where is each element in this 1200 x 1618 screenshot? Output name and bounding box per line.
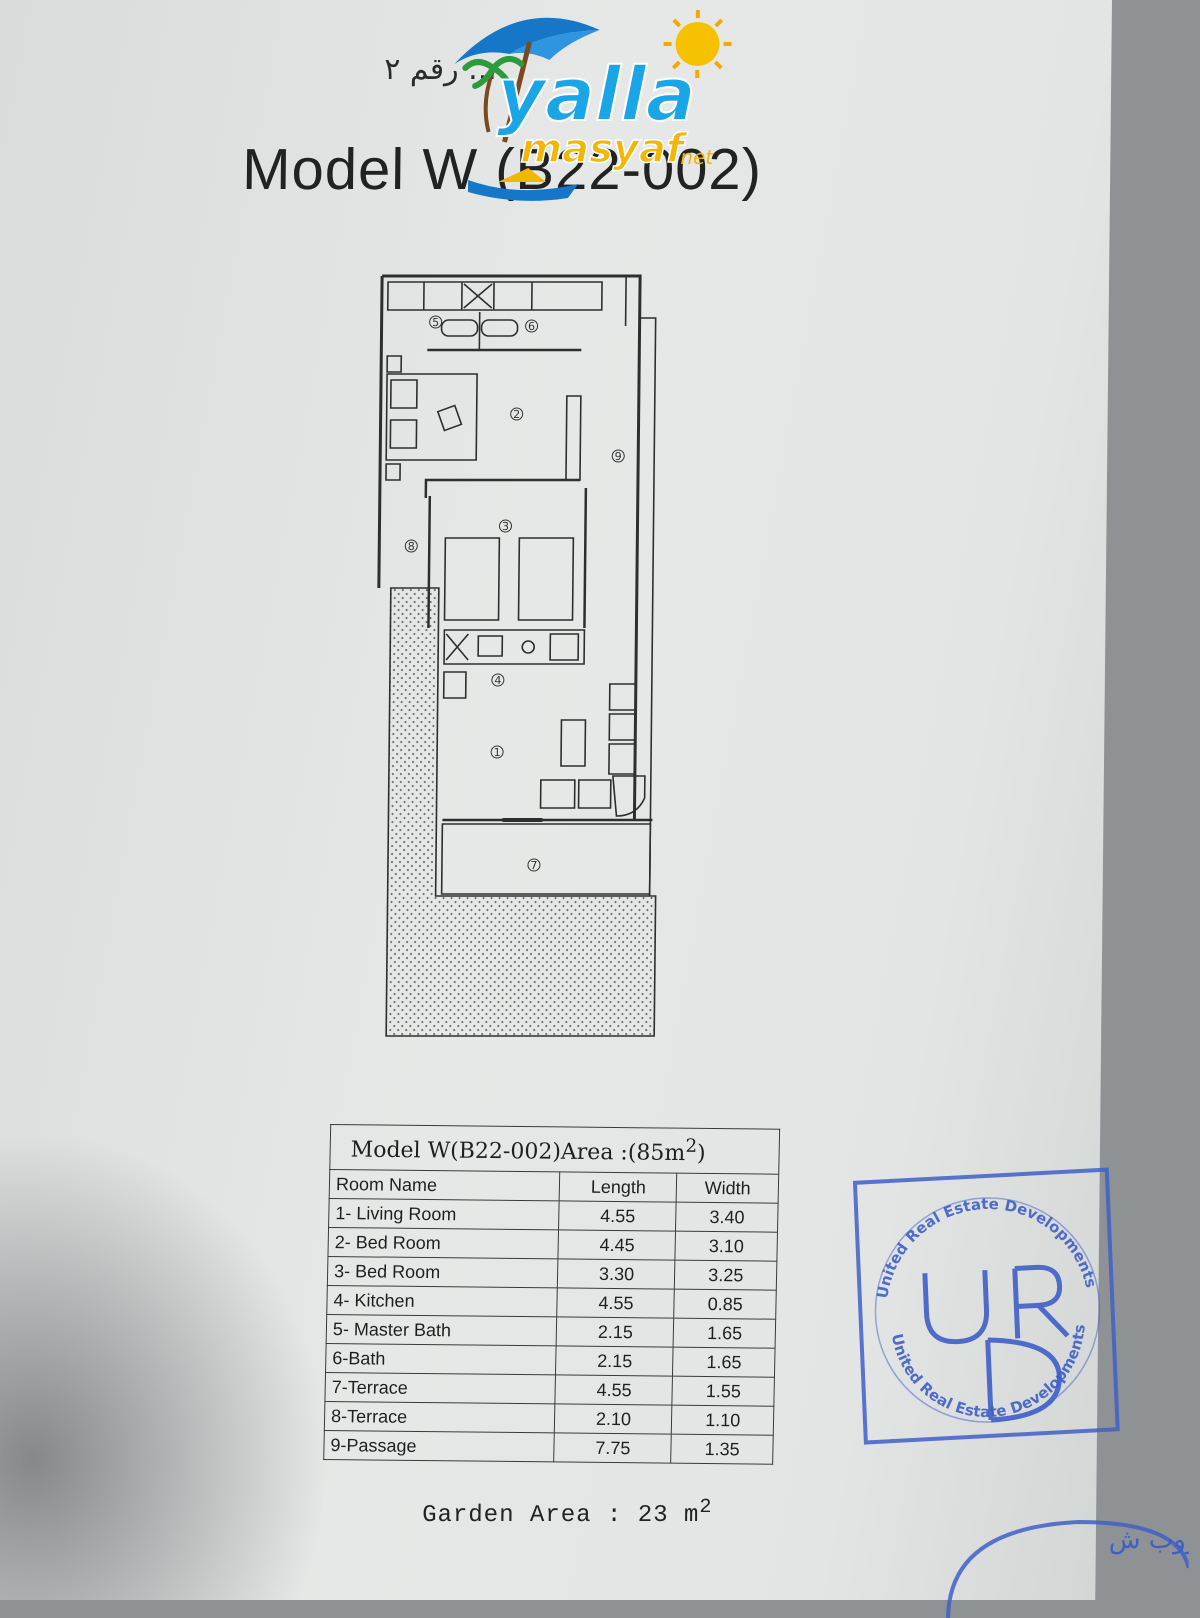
- room-name-cell: 4- Kitchen: [327, 1285, 558, 1316]
- length-cell: 7.75: [554, 1433, 672, 1463]
- garden-area: [386, 588, 659, 1036]
- column-header: Room Name: [329, 1170, 560, 1201]
- room-area-table: Model W(B22-002)Area :(85m2) Room Name L…: [323, 1124, 780, 1465]
- room-name-cell: 8-Terrace: [324, 1401, 555, 1432]
- room-marker: 7: [528, 859, 540, 872]
- room-marker: 8: [405, 540, 417, 553]
- width-cell: 1.65: [674, 1318, 776, 1348]
- width-cell: 1.55: [672, 1376, 774, 1406]
- width-cell: 1.65: [673, 1347, 775, 1377]
- length-cell: 4.55: [555, 1375, 673, 1405]
- room-marker: 2: [511, 408, 523, 421]
- table-header-row: Room Name Length Width: [329, 1170, 779, 1204]
- partial-stamp-text: منز جروب ش: [1109, 1525, 1189, 1555]
- svg-text:5: 5: [432, 316, 439, 329]
- length-cell: 4.55: [557, 1288, 675, 1318]
- length-cell: 2.10: [555, 1404, 673, 1434]
- column-header: Length: [560, 1172, 678, 1202]
- floor-plan: 5 6 2 9 3 8 4 1 7: [364, 268, 672, 1048]
- width-cell: 0.85: [674, 1289, 776, 1319]
- room-name-cell: 3- Bed Room: [327, 1256, 558, 1287]
- width-cell: 3.10: [675, 1231, 777, 1261]
- svg-text:1: 1: [494, 746, 501, 759]
- width-cell: 1.35: [671, 1434, 773, 1464]
- room-marker: 6: [526, 320, 538, 333]
- length-cell: 4.55: [559, 1201, 677, 1231]
- width-cell: 3.25: [675, 1260, 777, 1290]
- svg-text:4: 4: [494, 674, 501, 687]
- garden-area-label: Garden Area : 23 m2: [422, 1496, 713, 1529]
- svg-text:9: 9: [615, 450, 622, 463]
- width-cell: 3.40: [676, 1202, 778, 1232]
- length-cell: 2.15: [557, 1317, 675, 1347]
- svg-text:7: 7: [530, 859, 537, 872]
- length-cell: 4.45: [558, 1230, 676, 1260]
- logo-word-masyaf: masyaf: [520, 126, 688, 172]
- logo-word-net: net: [680, 145, 714, 169]
- room-name-cell: 1- Living Room: [329, 1199, 560, 1230]
- room-marker: 9: [612, 450, 624, 463]
- room-marker: 3: [499, 520, 511, 533]
- width-cell: 1.10: [672, 1405, 774, 1435]
- room-name-cell: 6-Bath: [326, 1343, 557, 1374]
- partial-stamp: منز جروب ش: [928, 1508, 1189, 1618]
- room-name-cell: 9-Passage: [324, 1430, 555, 1461]
- room-marker: 1: [491, 746, 503, 759]
- room-name-cell: 7-Terrace: [325, 1372, 556, 1403]
- yalla-masyaf-logo: yalla masyaf net: [448, 2, 750, 207]
- room-marker: 5: [430, 316, 442, 329]
- room-name-cell: 5- Master Bath: [326, 1314, 557, 1345]
- company-stamp: United Real Estate Developments United R…: [851, 1163, 1124, 1448]
- room-marker: 4: [492, 674, 504, 687]
- room-name-cell: 2- Bed Room: [328, 1227, 559, 1258]
- svg-text:6: 6: [528, 320, 535, 333]
- document-page: ... رقم ٢ Model W (B22-002) yalla masyaf…: [0, 0, 1112, 1600]
- column-header: Width: [677, 1173, 779, 1203]
- svg-text:3: 3: [502, 520, 509, 533]
- svg-text:2: 2: [513, 408, 520, 421]
- boat-icon: [468, 168, 578, 201]
- table-caption: Model W(B22-002)Area :(85m2): [330, 1125, 780, 1175]
- svg-text:8: 8: [408, 540, 415, 553]
- length-cell: 3.30: [558, 1259, 676, 1289]
- length-cell: 2.15: [556, 1346, 674, 1376]
